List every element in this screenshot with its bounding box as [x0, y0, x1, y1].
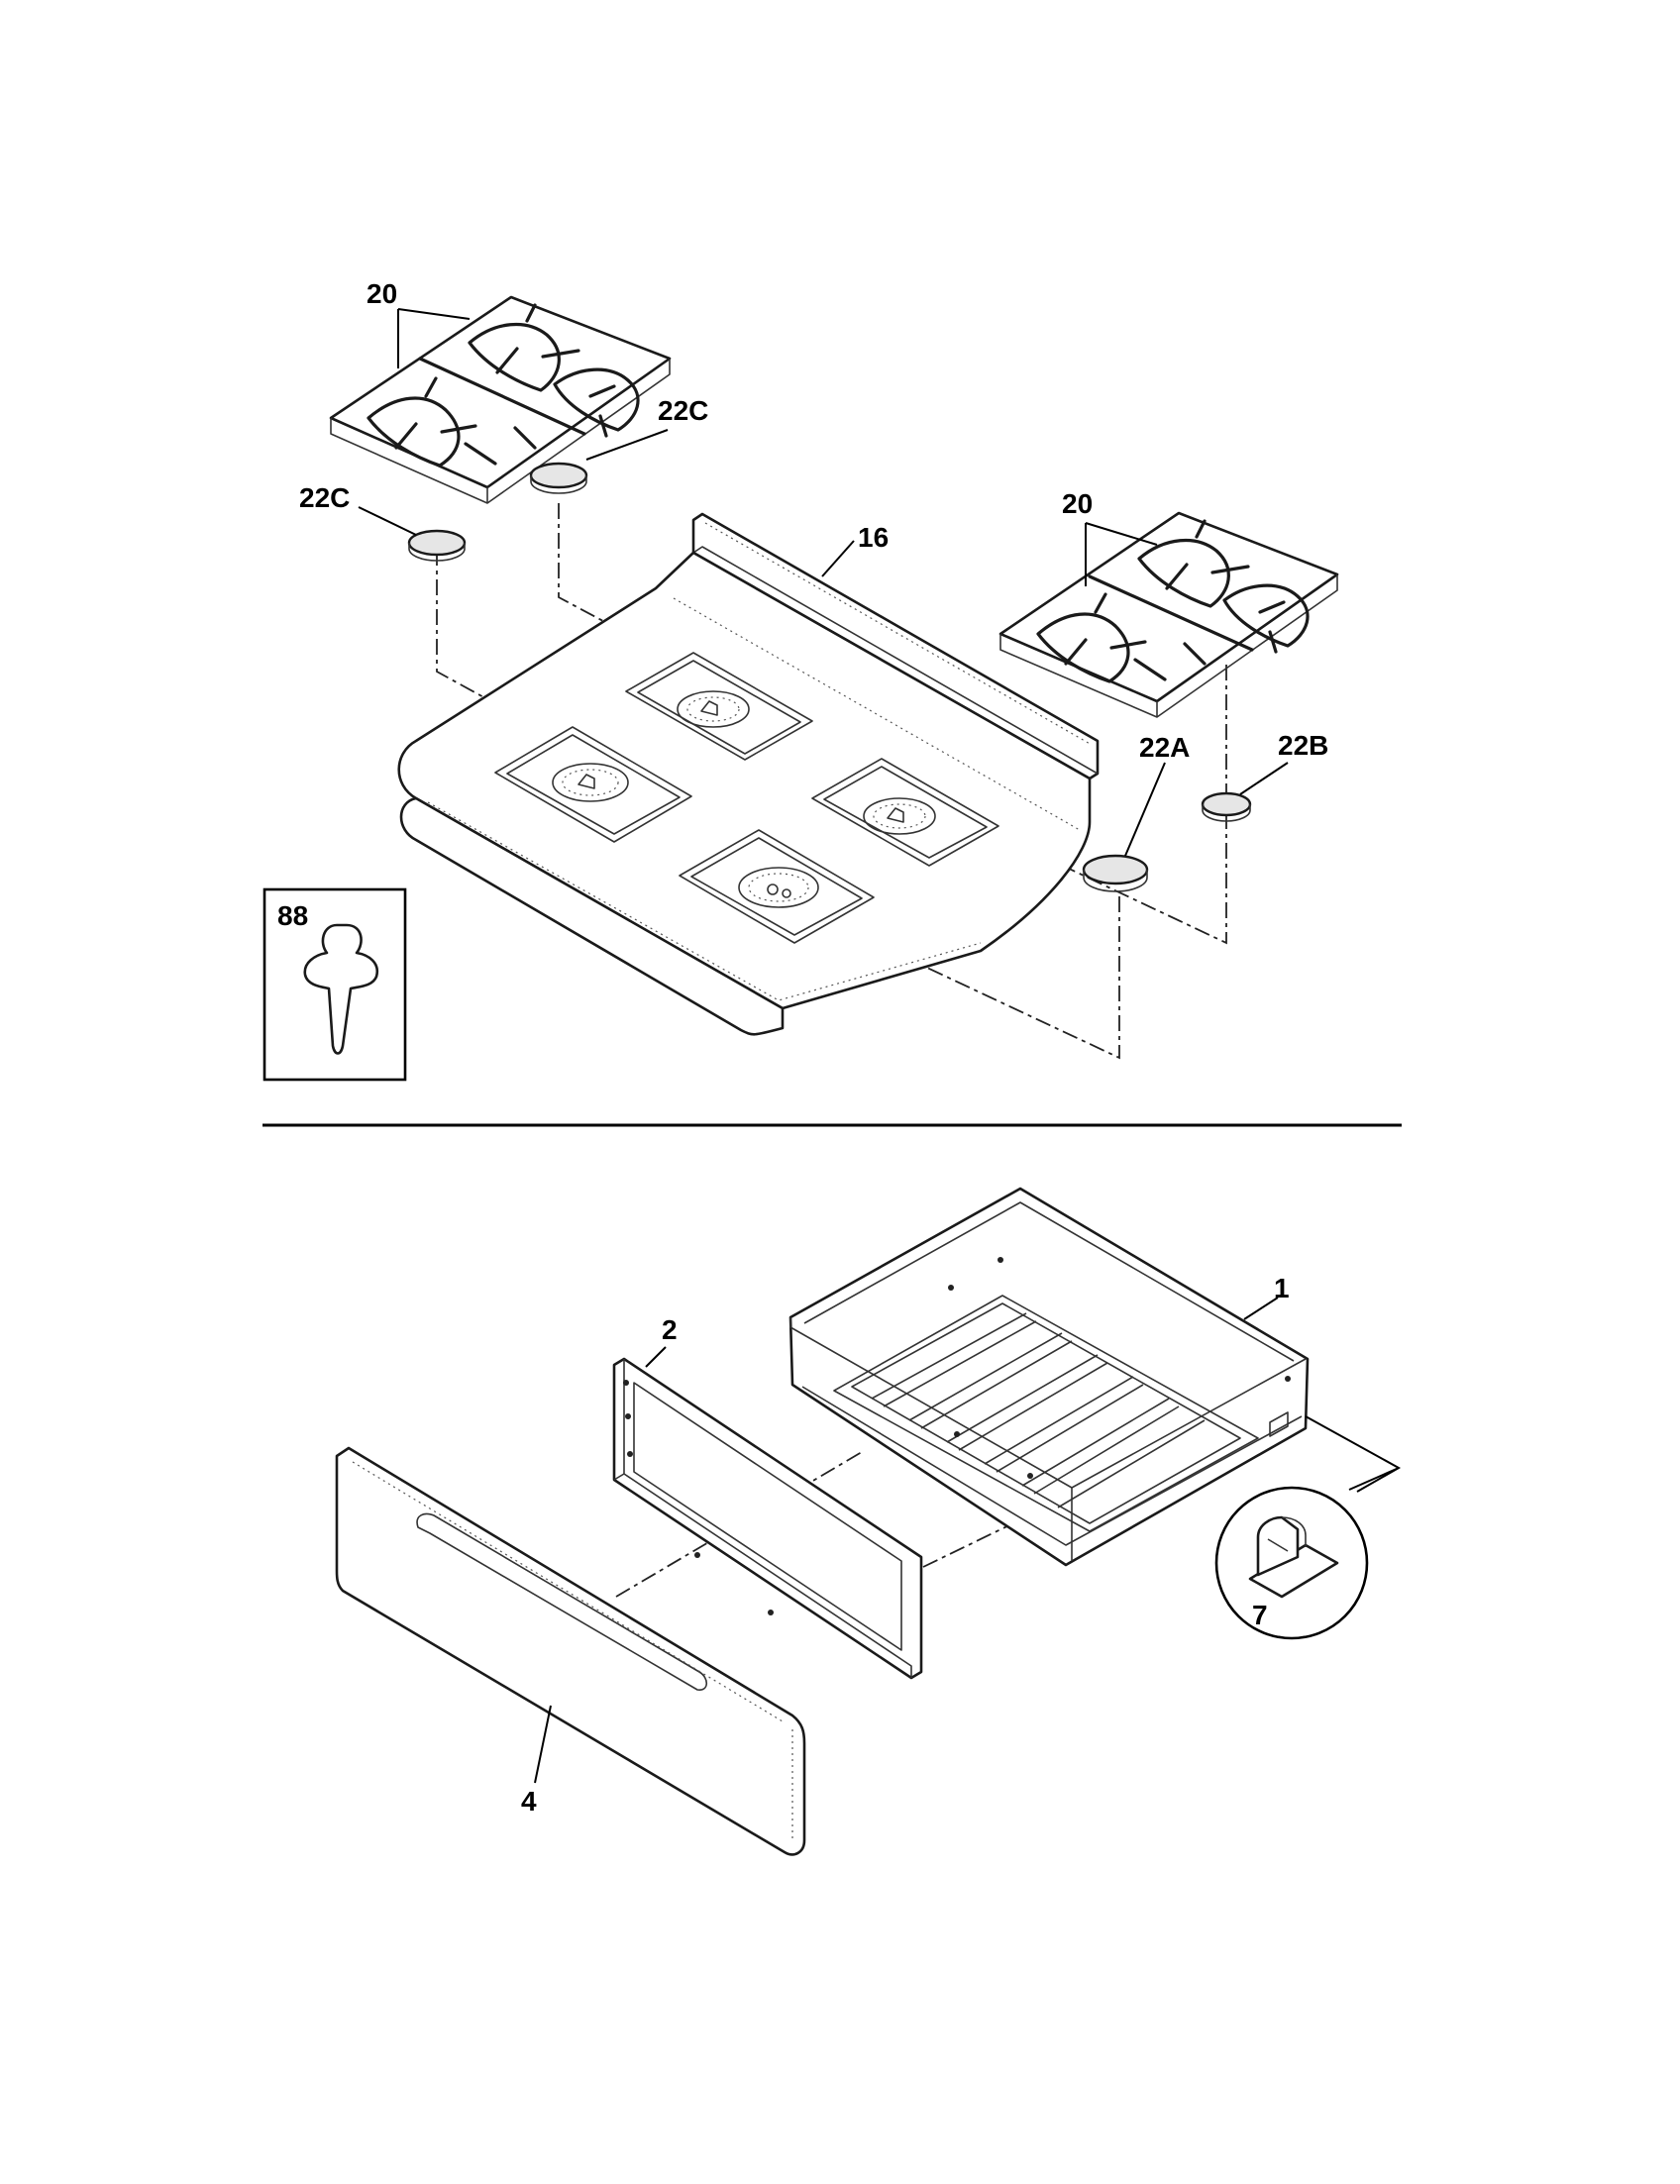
callout-cap-left-front: 22C	[299, 482, 350, 513]
callout-drawer-liner: 2	[662, 1314, 678, 1345]
drawer-front	[335, 1446, 806, 1856]
callout-inset-bracket: 7	[1252, 1600, 1268, 1630]
callouts-top: 20 20 22C 22C 16 22A 22B 88	[277, 278, 1328, 931]
callout-cap-right-rear: 22B	[1278, 730, 1328, 761]
callout-inset-clip: 88	[277, 900, 308, 931]
drawer-liner	[612, 1357, 923, 1680]
callouts-bottom: 1 2 4 7	[521, 1273, 1290, 1817]
cap-left-rear	[529, 462, 588, 494]
inset-7	[1214, 1415, 1402, 1640]
burner-caps	[407, 462, 1252, 892]
cap-left-front	[407, 529, 467, 562]
cooktop	[397, 512, 1100, 1036]
grate-left	[329, 295, 672, 504]
leader-lines-bottom	[534, 1297, 1279, 1784]
callout-grate-right: 20	[1062, 488, 1093, 519]
callout-drawer-front: 4	[521, 1786, 537, 1817]
drawer-body	[788, 1187, 1310, 1567]
grate-right	[998, 511, 1339, 718]
callout-cap-right-front: 22A	[1139, 732, 1190, 763]
leader-lines-top	[358, 308, 1289, 857]
callout-cap-left-rear: 22C	[658, 395, 708, 426]
callout-drawer-body: 1	[1274, 1273, 1290, 1303]
callout-cooktop: 16	[858, 522, 889, 553]
inset-88	[262, 887, 407, 1082]
cap-right-rear	[1201, 791, 1252, 822]
cap-right-front	[1082, 854, 1149, 892]
callout-grate-left: 20	[367, 278, 397, 309]
